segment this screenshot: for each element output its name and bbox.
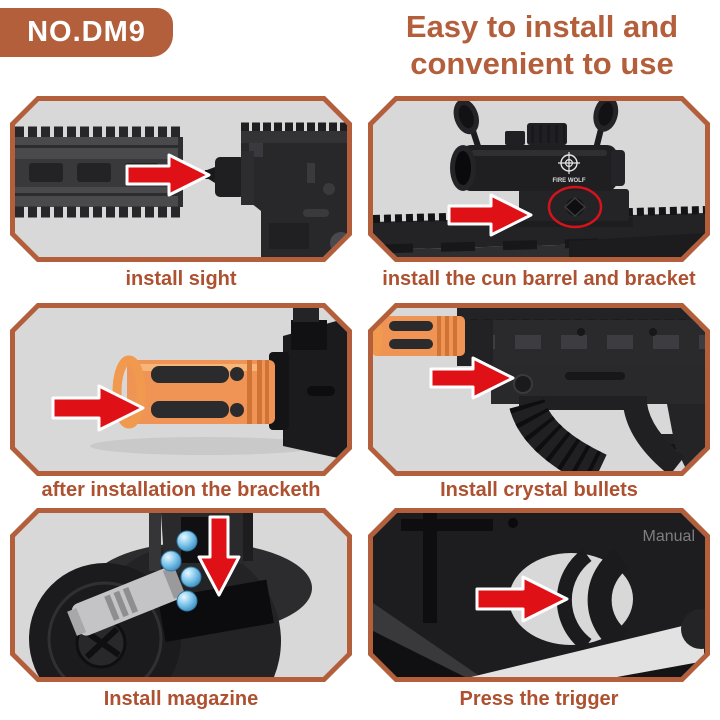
front-lens-cover-icon <box>449 101 488 153</box>
panel-photo <box>15 308 347 471</box>
page-title: Easy to install and convenient to use <box>372 8 712 82</box>
caption-install-magazine: Install magazine <box>103 688 259 710</box>
latch-part <box>66 565 186 640</box>
page-title-line1: Easy to install and <box>405 9 679 44</box>
rear-lens-cover-icon <box>585 101 621 152</box>
upper-body-part <box>457 308 705 366</box>
barrel-bracket-part <box>269 308 347 460</box>
panel-press-trigger: Manual <box>368 508 710 682</box>
red-arrow-right-icon <box>127 155 209 195</box>
trigger-illustration: Manual <box>373 513 705 677</box>
panel-install-sight <box>10 96 352 262</box>
grip-edge <box>617 661 705 677</box>
model-number-label: NO.DM9 <box>27 16 146 48</box>
manual-mode-label: Manual <box>643 528 695 545</box>
panel-install-magazine <box>10 508 352 682</box>
orange-muzzle-part <box>117 360 275 424</box>
caption-after-install-bracket: after installation the bracketh <box>41 479 321 501</box>
caption-install-crystal-bullets: Install crystal bullets <box>440 479 638 501</box>
page-title-line2: convenient to use <box>410 46 674 81</box>
scope-illustration: FIRE WOLF <box>373 101 705 257</box>
caption-install-barrel-bracket: install the cun barrel and bracket <box>382 268 696 290</box>
caption-press-trigger: Press the trigger <box>459 688 619 710</box>
scope-brand-text: FIRE WOLF <box>553 178 586 184</box>
panel-install-barrel-bracket: FIRE WOLF <box>368 96 710 262</box>
scope-logo: FIRE WOLF <box>553 152 586 184</box>
panel-after-install-bracket <box>10 303 352 476</box>
panel-install-crystal-bullets <box>368 303 710 476</box>
foregrip-part <box>519 396 677 471</box>
panel-photo <box>15 513 347 677</box>
caption-install-sight: install sight <box>125 268 237 290</box>
red-arrow-right-icon <box>477 577 567 621</box>
orange-muzzle-part <box>373 316 465 356</box>
scope-mount-part <box>513 189 633 227</box>
selector-knob <box>681 609 705 649</box>
drum-magazine-illustration <box>15 513 347 677</box>
model-number-badge: NO.DM9 <box>0 8 173 57</box>
flash-hider-illustration <box>15 308 347 471</box>
shadow <box>90 437 320 455</box>
panel-photo: Manual <box>373 513 705 677</box>
panel-photo <box>15 101 347 257</box>
install-sight-illustration <box>15 101 347 257</box>
red-arrow-right-icon <box>449 195 531 235</box>
lower-frame-dark <box>373 631 465 677</box>
red-arrow-right-icon <box>53 386 143 430</box>
gel-balls <box>161 531 201 611</box>
highlight-circle <box>549 187 601 227</box>
background-wedge <box>471 621 705 677</box>
red-arrow-down-icon <box>199 517 239 595</box>
panel-photo: FIRE WOLF <box>373 101 705 257</box>
panel-photo <box>373 308 705 471</box>
receiver-part <box>199 127 347 257</box>
red-arrow-right-icon <box>431 358 513 398</box>
receiver-details <box>401 513 518 623</box>
gun-front-illustration <box>373 308 705 471</box>
scope-body-part: FIRE WOLF <box>449 101 625 191</box>
